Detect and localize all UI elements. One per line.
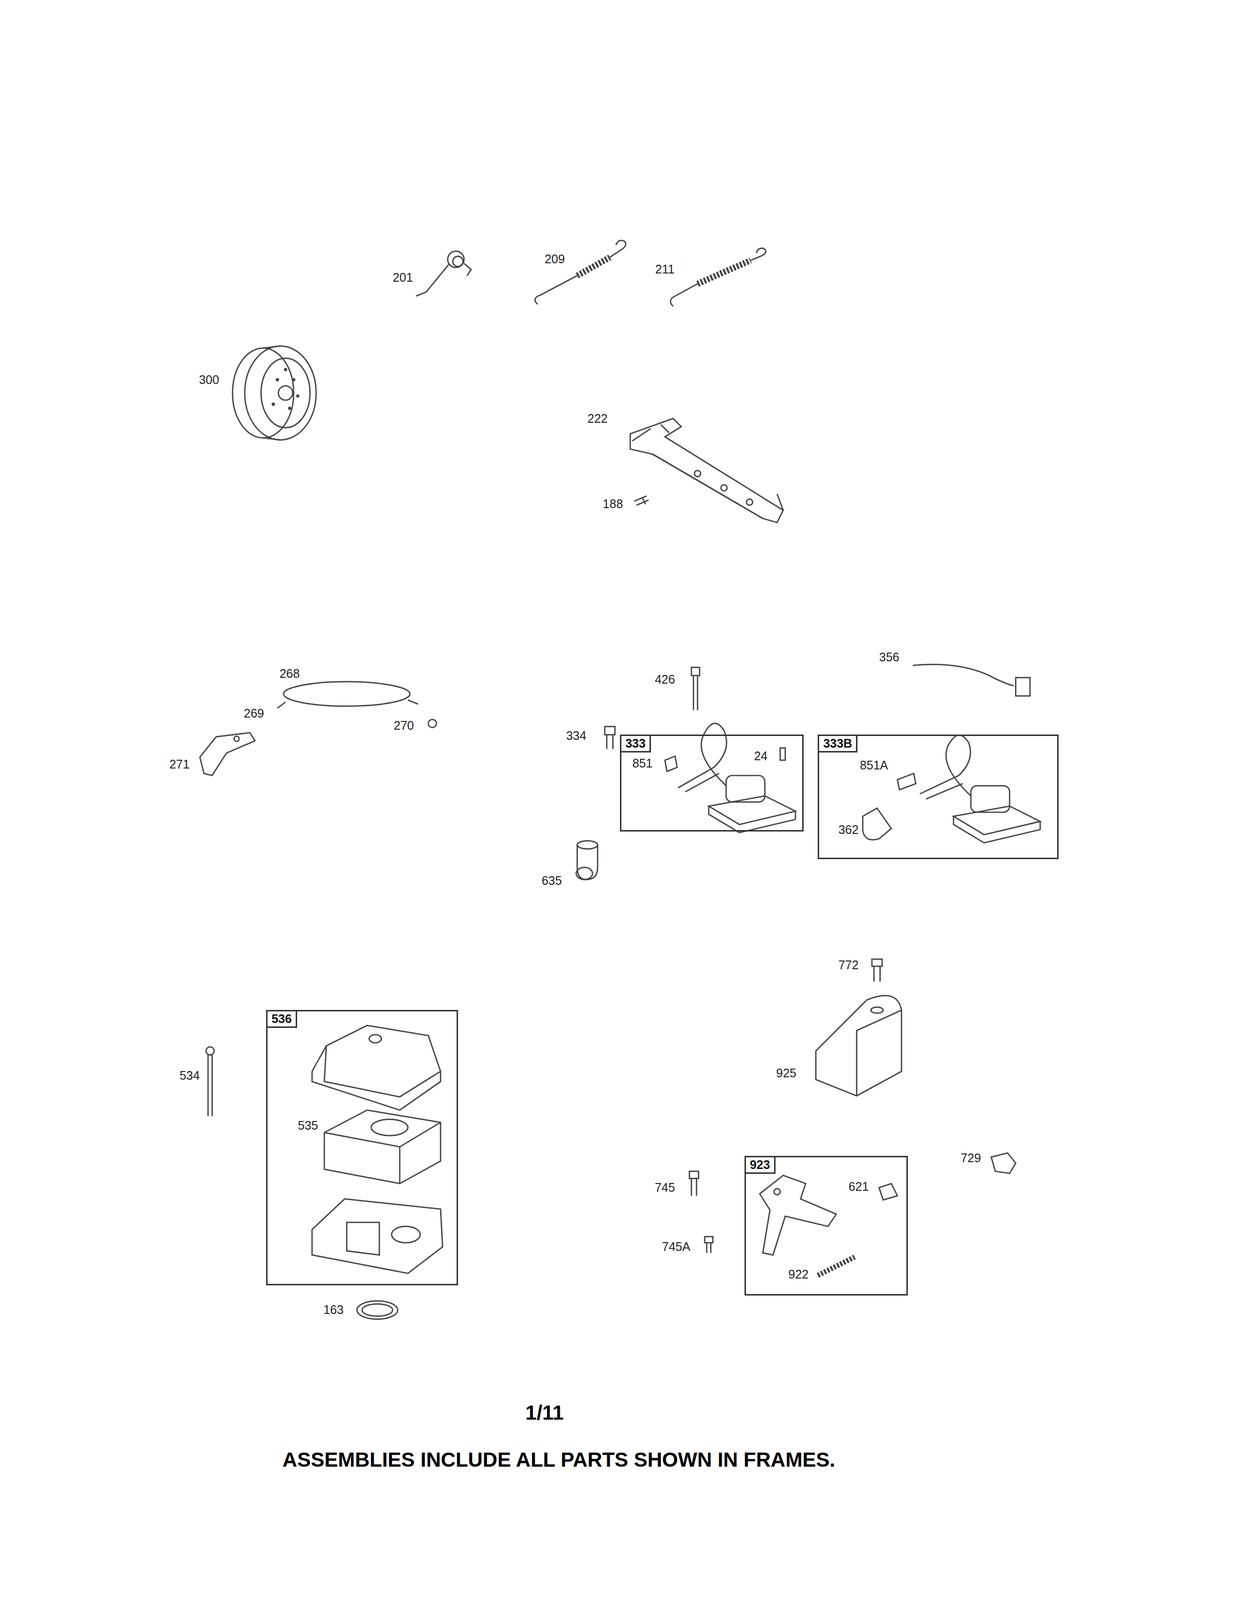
- callout-number: 163: [323, 1302, 344, 1317]
- assembly-number: 333: [621, 735, 651, 753]
- callout-number: 851: [632, 755, 653, 770]
- callout-number: 270: [393, 717, 414, 732]
- callout-number: 426: [654, 672, 676, 687]
- callout-number: 535: [298, 1117, 319, 1132]
- callout-number: 269: [243, 705, 265, 720]
- callout-number: 222: [587, 411, 608, 426]
- callout-number: 334: [566, 728, 587, 743]
- callout-number: 621: [848, 1178, 870, 1193]
- callout-number: 201: [392, 270, 413, 285]
- assembly-number: 923: [745, 1156, 776, 1174]
- callout-number: 745: [654, 1180, 676, 1195]
- callout-number: 925: [776, 1065, 797, 1080]
- assembly-frame: 333B: [817, 734, 1059, 859]
- callout-number: 209: [544, 252, 566, 267]
- callout-number: 300: [198, 372, 220, 387]
- assembly-frame: 333: [619, 734, 804, 832]
- callout-number: 635: [541, 872, 562, 888]
- callout-number: 24: [754, 748, 768, 763]
- callout-number: 534: [179, 1067, 200, 1082]
- callout-number: 729: [960, 1150, 982, 1165]
- callout-number: 922: [788, 1266, 809, 1281]
- footnote: ASSEMBLIES INCLUDE ALL PARTS SHOWN IN FR…: [282, 1447, 836, 1472]
- assembly-frame: 923: [744, 1155, 908, 1296]
- callout-number: 851A: [859, 757, 888, 772]
- callout-number: 772: [838, 957, 859, 972]
- assembly-number: 536: [267, 1011, 298, 1028]
- callout-number: 188: [602, 496, 624, 511]
- callout-number: 362: [838, 822, 859, 837]
- callout-number: 271: [169, 756, 190, 771]
- callout-number: 268: [279, 665, 301, 681]
- callout-number: 211: [655, 262, 675, 277]
- callout-number: 356: [879, 649, 900, 664]
- callout-number: 745A: [662, 1239, 691, 1254]
- assembly-number: 333B: [819, 735, 858, 753]
- assembly-frame: 536: [266, 1009, 459, 1285]
- page-number: 1/11: [525, 1400, 564, 1425]
